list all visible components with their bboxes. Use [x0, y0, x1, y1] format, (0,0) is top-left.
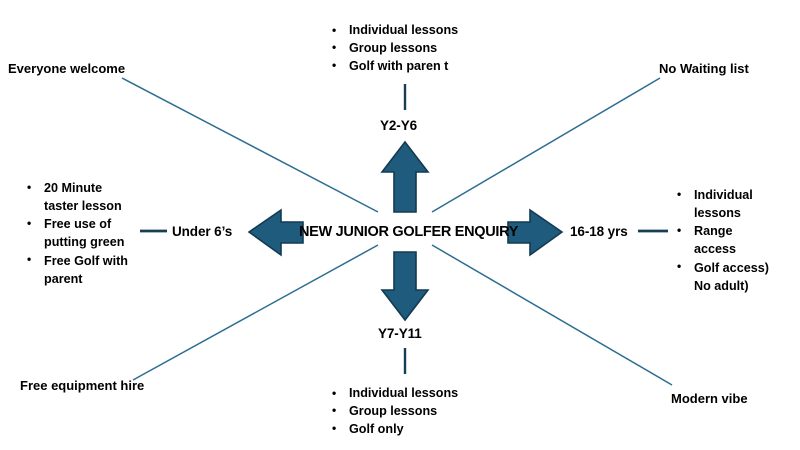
bullet-list-left: 20 Minute taster lesson Free use of putt… — [25, 178, 135, 288]
corner-label-top-left: Everyone welcome — [8, 61, 126, 76]
list-item: Golf with paren t — [330, 57, 458, 76]
connector-line-top-right — [431, 77, 661, 213]
list-item: Group lessons — [330, 39, 458, 58]
list-item: 20 Minute taster lesson — [25, 178, 135, 215]
block-arrow-down — [380, 251, 430, 322]
block-arrow-left — [247, 208, 304, 257]
corner-label-top-right: No Waiting list — [659, 61, 749, 76]
branch-label-up: Y2-Y6 — [380, 118, 418, 133]
list-item: Golf access) No adult) — [675, 258, 777, 295]
connector-line-bottom-right — [431, 244, 673, 386]
bullet-list-right: Individual lessons Range access Golf acc… — [675, 185, 777, 295]
list-item: Individual lessons — [330, 385, 458, 403]
list-item: Range access — [675, 222, 777, 258]
list-item: Individual lessons — [675, 185, 777, 222]
corner-label-bottom-right: Modern vibe — [671, 391, 748, 406]
branch-label-right: 16-18 yrs — [570, 224, 628, 239]
list-item: Individual lessons — [330, 22, 458, 40]
branch-label-left: Under 6’s — [172, 224, 233, 239]
list-item: Free use of putting green — [25, 215, 135, 251]
bullet-list-up: Individual lessons Group lessons Golf wi… — [330, 22, 458, 76]
branch-label-down: Y7-Y11 — [378, 326, 422, 341]
block-arrow-up — [380, 140, 430, 213]
list-item: Golf only — [330, 420, 458, 439]
list-item: Free Golf with parent — [25, 251, 135, 288]
corner-label-bottom-left: Free equipment hire — [20, 378, 145, 393]
bullet-list-down: Individual lessons Group lessons Golf on… — [330, 385, 458, 439]
center-node-label: NEW JUNIOR GOLFER ENQUIRY — [299, 224, 519, 240]
connector-line-bottom-left — [132, 244, 379, 381]
list-item: Group lessons — [330, 402, 458, 421]
connector-line-top-left — [121, 77, 379, 213]
